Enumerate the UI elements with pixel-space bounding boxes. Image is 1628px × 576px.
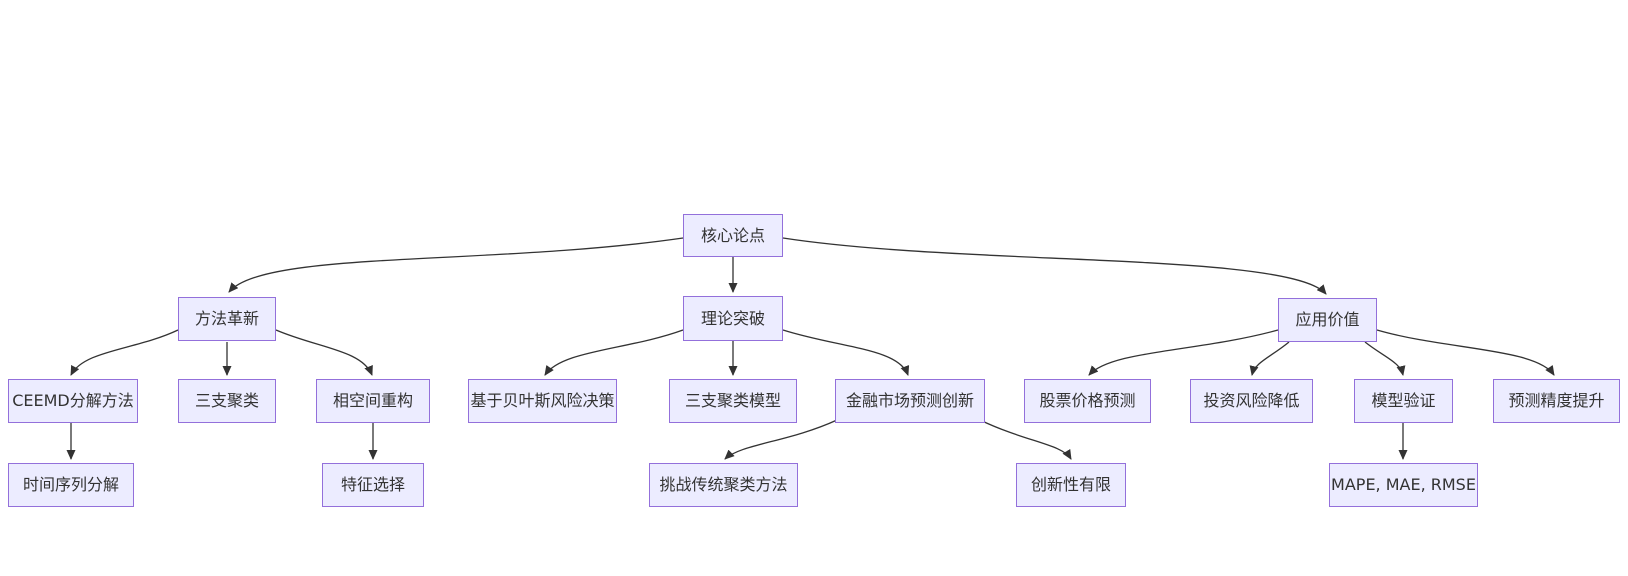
node-limited-innovation: 创新性有限 <box>1016 463 1126 507</box>
node-metrics: MAPE, MAE, RMSE <box>1329 463 1478 507</box>
node-time-series-label: 时间序列分解 <box>22 475 119 495</box>
node-three-way-clustering: 三支聚类 <box>178 379 276 423</box>
edge-finance-challenge <box>724 419 838 460</box>
node-core: 核心论点 <box>683 214 783 257</box>
node-application: 应用价值 <box>1278 298 1377 342</box>
node-three-way-model-label: 三支聚类模型 <box>684 391 781 411</box>
node-finance-innovation-label: 金融市场预测创新 <box>845 391 974 411</box>
node-method: 方法革新 <box>178 297 276 341</box>
node-feature-selection-label: 特征选择 <box>340 475 405 495</box>
edge-theory-finance-innovation <box>782 329 910 376</box>
node-three-way-clustering-label: 三支聚类 <box>194 391 259 411</box>
node-method-label: 方法革新 <box>194 309 259 329</box>
node-theory: 理论突破 <box>683 296 783 341</box>
node-finance-innovation: 金融市场预测创新 <box>835 379 985 423</box>
node-application-label: 应用价值 <box>1295 310 1360 330</box>
node-three-way-model: 三支聚类模型 <box>669 379 797 423</box>
node-accuracy-improvement: 预测精度提升 <box>1493 379 1620 423</box>
edge-theory-bayesian <box>544 329 684 376</box>
node-accuracy-improvement-label: 预测精度提升 <box>1508 391 1605 411</box>
node-time-series: 时间序列分解 <box>8 463 134 507</box>
node-bayesian-decision: 基于贝叶斯风险决策 <box>468 379 617 423</box>
node-model-validation: 模型验证 <box>1354 379 1453 423</box>
edge-application-risk-reduction <box>1249 341 1290 376</box>
node-stock-prediction: 股票价格预测 <box>1024 379 1151 423</box>
edge-method-ceemd <box>70 329 179 376</box>
node-limited-innovation-label: 创新性有限 <box>1030 475 1111 495</box>
node-ceemd-label: CEEMD分解方法 <box>12 391 134 411</box>
node-stock-prediction-label: 股票价格预测 <box>1039 391 1136 411</box>
edge-method-phase-space <box>275 329 373 376</box>
node-core-label: 核心论点 <box>700 225 765 245</box>
node-risk-reduction: 投资风险降低 <box>1190 379 1313 423</box>
node-model-validation-label: 模型验证 <box>1371 391 1436 411</box>
node-challenge-clustering: 挑战传统聚类方法 <box>649 463 798 507</box>
node-ceemd: CEEMD分解方法 <box>8 379 138 423</box>
edge-core-method <box>228 237 684 293</box>
node-risk-reduction-label: 投资风险降低 <box>1203 391 1300 411</box>
node-theory-label: 理论突破 <box>700 308 765 328</box>
node-challenge-clustering-label: 挑战传统聚类方法 <box>659 475 788 495</box>
edge-application-stock-prediction <box>1088 329 1279 376</box>
node-phase-space: 相空间重构 <box>316 379 430 423</box>
edge-application-model-validation <box>1364 341 1406 376</box>
node-phase-space-label: 相空间重构 <box>332 391 413 411</box>
edge-core-application <box>782 237 1327 295</box>
node-bayesian-decision-label: 基于贝叶斯风险决策 <box>470 391 615 411</box>
node-feature-selection: 特征选择 <box>322 463 424 507</box>
node-metrics-label: MAPE, MAE, RMSE <box>1331 475 1476 495</box>
edge-finance-limited-innovation <box>979 419 1072 460</box>
edge-application-accuracy <box>1376 329 1555 376</box>
